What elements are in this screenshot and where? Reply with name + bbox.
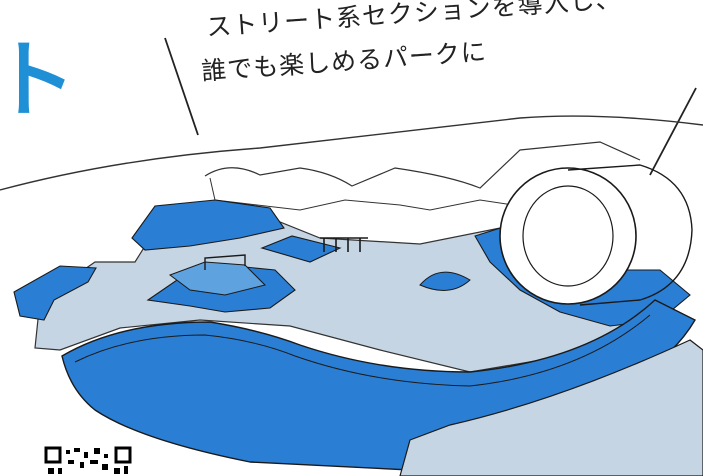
ramp-back-left — [131, 199, 285, 251]
grind-rail — [320, 237, 368, 252]
callout-line-left — [164, 37, 199, 136]
bowl-front — [61, 299, 696, 471]
floor-hump — [419, 271, 471, 291]
park-back-wall — [204, 141, 641, 189]
brand-title-fragment: ト — [0, 31, 77, 129]
front-deck — [399, 339, 703, 476]
qr-code-icon[interactable] — [44, 446, 134, 476]
ledge-left — [13, 265, 97, 321]
full-pipe-inner — [522, 185, 614, 287]
park-back-wall-2 — [209, 177, 521, 211]
park-background-outline — [0, 115, 703, 191]
callout-line-right — [649, 87, 697, 176]
full-pipe-body — [567, 164, 693, 306]
bowl-front-coping — [74, 314, 651, 387]
funbox-rail — [204, 254, 246, 270]
manual-pad — [260, 235, 342, 263]
